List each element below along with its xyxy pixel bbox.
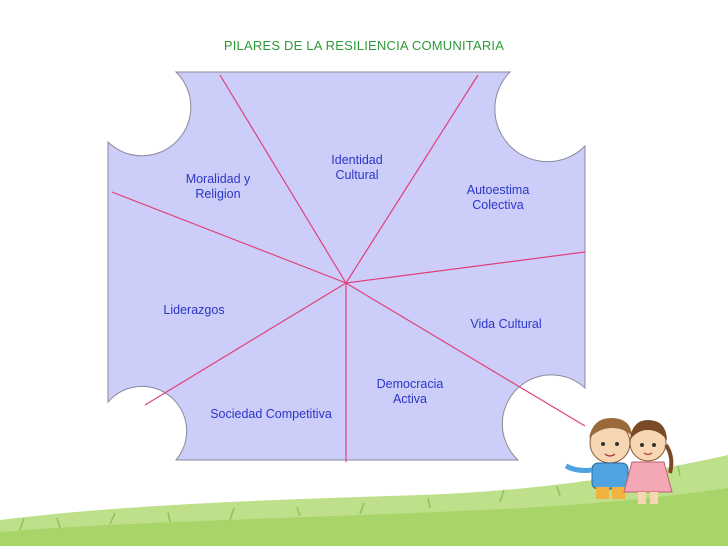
spoke-left [111,191,347,284]
pillar-label-democracia: Democracia Activa [376,377,444,406]
pillar-label-identidad: Identidad Cultural [331,153,383,182]
pillar-label-sociedad: Sociedad Competitiva [210,407,332,421]
spoke-top-right [345,74,479,284]
pillar-label-vida: Vida Cultural [470,317,542,331]
spoke-right [345,251,586,284]
pillar-label-liderazgos: Liderazgos [163,303,225,317]
pillar-spokes [111,74,586,462]
spoke-bottom-right [345,282,586,427]
pillar-label-moralidad: Moralidad y Religion [185,172,251,201]
grass-decoration [0,455,728,546]
kids-illustration-icon [564,418,674,504]
pillar-label-autoestima: Autoestima Colectiva [466,183,530,212]
diagram-title: PILARES DE LA RESILIENCIA COMUNITARIA [223,38,505,53]
spoke-bottom-left [144,282,347,406]
spoke-top-left [219,74,347,284]
pillars-panel [107,71,586,461]
